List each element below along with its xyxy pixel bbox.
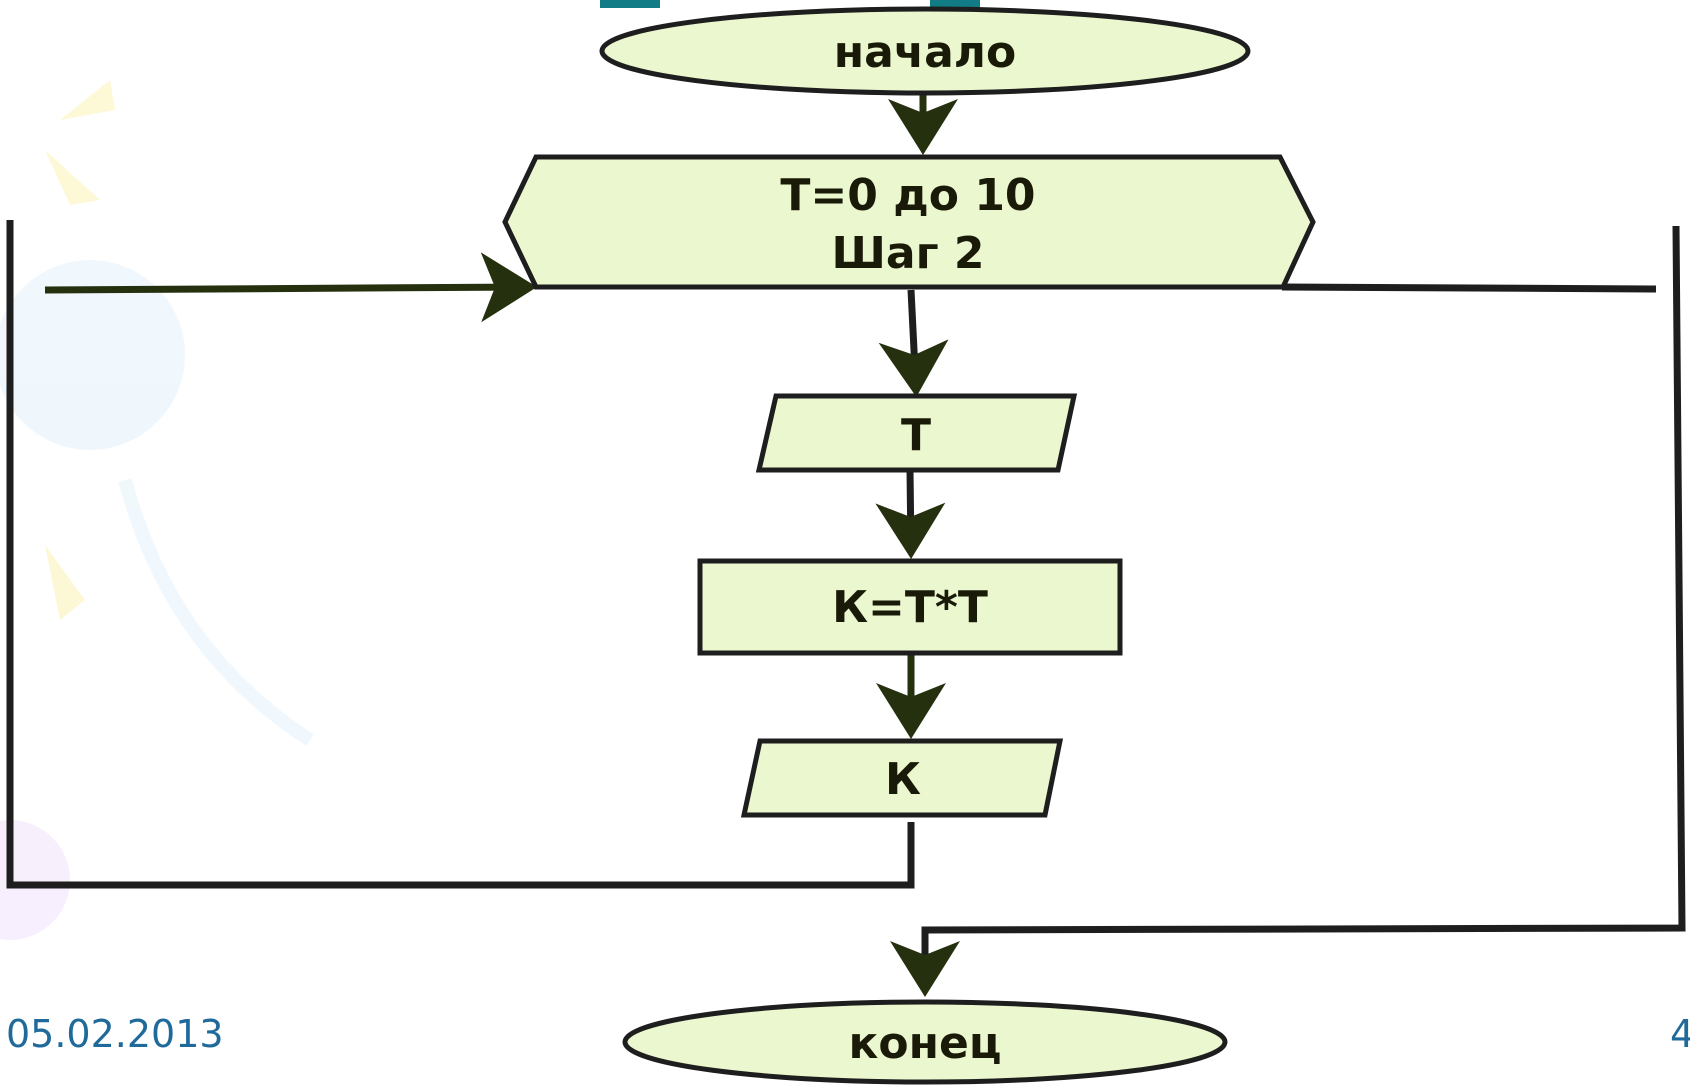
- slide-title-fragment: [930, 0, 980, 8]
- arrow-loop-to-input: [878, 289, 949, 397]
- end-label: конец: [849, 1018, 1002, 1069]
- background-decoration: [0, 80, 314, 940]
- start-node: начало: [599, 6, 1251, 96]
- loop-exit-down-connector: [890, 225, 1686, 997]
- loop-exit-connector: [1281, 283, 1657, 293]
- loop-entry-arrow: [44, 252, 537, 323]
- loop-back-connector: [6, 220, 915, 889]
- process-label: К=Т*Т: [832, 582, 988, 633]
- slide-title-fragment: [600, 0, 660, 8]
- slide-date: 05.02.2013: [6, 1012, 224, 1056]
- output-node: К: [740, 738, 1064, 818]
- arrow-input-to-process: [875, 469, 946, 559]
- end-node: конец: [622, 999, 1228, 1085]
- loop-node: Т=0 до 10 Шаг 2: [502, 154, 1316, 290]
- start-label: начало: [834, 27, 1016, 78]
- process-node: К=Т*Т: [697, 558, 1123, 656]
- input-label: Т: [901, 410, 931, 461]
- input-node: Т: [755, 393, 1078, 473]
- output-label: К: [885, 754, 921, 805]
- slide-number: 4: [1670, 1012, 1690, 1056]
- loop-step-label: Шаг 2: [832, 228, 985, 279]
- loop-condition-label: Т=0 до 10: [780, 170, 1035, 221]
